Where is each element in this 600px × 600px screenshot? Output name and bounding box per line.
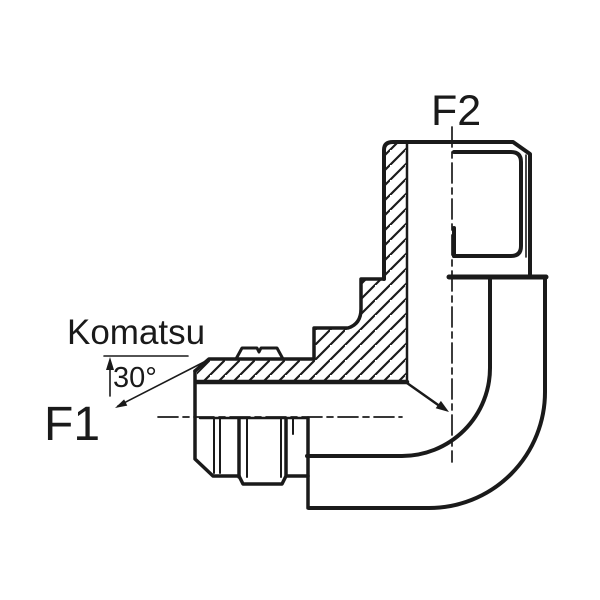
top-port-cavity [452, 150, 523, 258]
leader-arrow-line [405, 381, 443, 409]
angle-slope-line [117, 361, 205, 407]
male-thread-root [237, 474, 310, 486]
leader-arrowhead [435, 400, 449, 412]
hex-flats-profile [234, 346, 285, 361]
elbow-outer-wall [307, 277, 547, 510]
top-port-outline [382, 140, 532, 281]
male-nose-profile [193, 369, 241, 478]
label-seat-angle: 30° [113, 362, 157, 394]
angle-up-arrowhead [106, 357, 114, 370]
label-f2: F2 [431, 87, 481, 135]
elbow-inner-wall [305, 277, 492, 458]
body-step-outline [193, 277, 386, 373]
angle-slope-arrowhead [115, 399, 128, 408]
label-komatsu: Komatsu [67, 313, 205, 352]
label-f1: F1 [44, 398, 100, 451]
section-hatch-region [197, 144, 407, 381]
male-thread-lines [213, 417, 294, 479]
